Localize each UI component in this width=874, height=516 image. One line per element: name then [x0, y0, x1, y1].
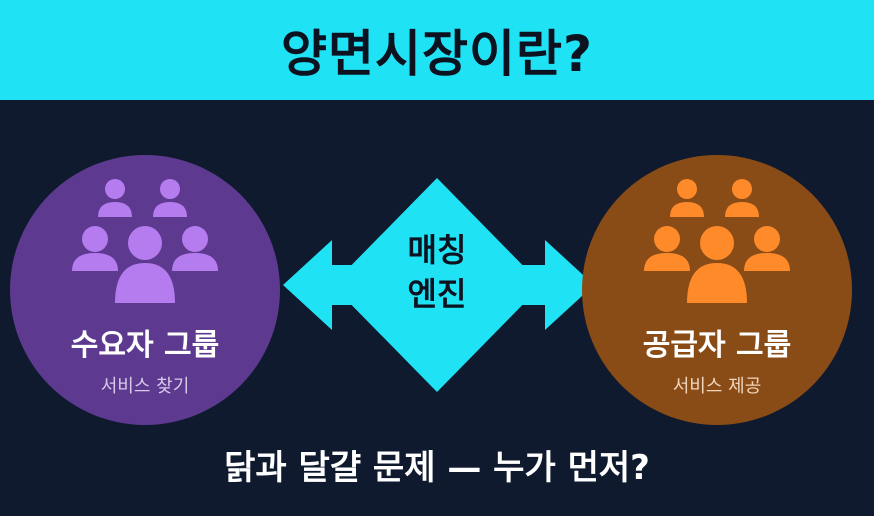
diagram: 매칭 엔진 수요자 그룹 서비스 찾기 [0, 100, 874, 516]
left-arrow [283, 240, 380, 330]
people-group-icon [72, 179, 218, 303]
supply-group-sublabel: 서비스 제공 [672, 376, 762, 397]
page-title: 양면시장이란? [280, 25, 593, 83]
right-arrow [497, 240, 594, 330]
people-group-icon [644, 179, 790, 303]
demand-group-label: 수요자 그룹 [70, 328, 220, 363]
matching-engine-label: 매칭 엔진 [387, 228, 487, 316]
engine-line-2: 엔진 [407, 275, 467, 313]
demand-group-circle: 수요자 그룹 서비스 찾기 [10, 155, 280, 425]
supply-group-label: 공급자 그룹 [642, 328, 792, 363]
matching-engine-diamond [332, 178, 542, 392]
chicken-egg-caption: 닭과 달걀 문제 — 누가 먼저? [224, 448, 650, 488]
supply-group-circle: 공급자 그룹 서비스 제공 [582, 155, 852, 425]
engine-line-1: 매칭 [407, 231, 467, 269]
title-banner: 양면시장이란? [0, 0, 874, 100]
matching-connector [283, 178, 594, 392]
demand-group-sublabel: 서비스 찾기 [100, 376, 190, 397]
